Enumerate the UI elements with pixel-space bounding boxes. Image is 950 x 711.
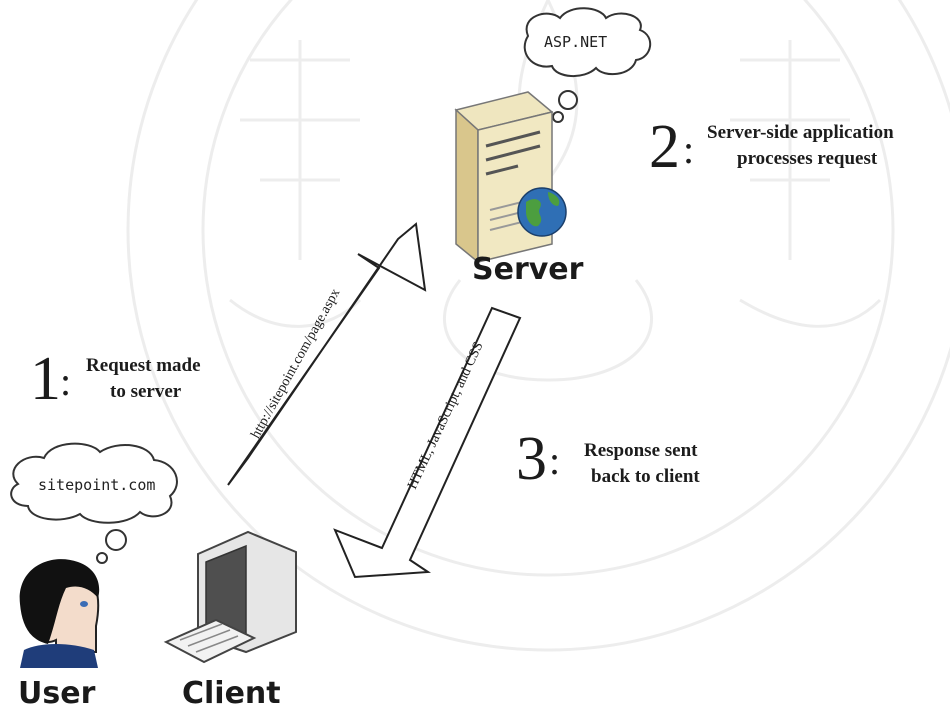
- step2-line2: processes request: [737, 148, 878, 169]
- server-label: Server: [472, 252, 584, 287]
- client-label: Client: [182, 676, 281, 711]
- step3-line1: Response sent: [584, 440, 698, 461]
- step2-colon: :: [683, 127, 695, 172]
- step3-line2: back to client: [591, 466, 700, 487]
- step2-line1: Server-side application: [707, 122, 894, 143]
- step1-line2: to server: [110, 381, 182, 402]
- globe-icon: [517, 187, 567, 237]
- asp-bubble-label: ASP.NET: [544, 33, 608, 51]
- response-arrow: [333, 306, 522, 579]
- step1-colon: :: [60, 359, 72, 404]
- client-computer-icon: [163, 530, 297, 664]
- user-avatar-icon: [19, 559, 100, 668]
- sitepoint-thought-bubble: [10, 442, 178, 564]
- sitepoint-bubble-label: sitepoint.com: [38, 476, 156, 494]
- step3-colon: :: [549, 438, 561, 483]
- step1-line1: Request made: [86, 355, 201, 376]
- step3-number: 3: [516, 425, 547, 493]
- asp-thought-bubble: [523, 7, 651, 123]
- request-arrow: [227, 222, 427, 486]
- user-label: User: [18, 676, 96, 711]
- step2-number: 2: [649, 113, 680, 181]
- step1-number: 1: [30, 345, 61, 413]
